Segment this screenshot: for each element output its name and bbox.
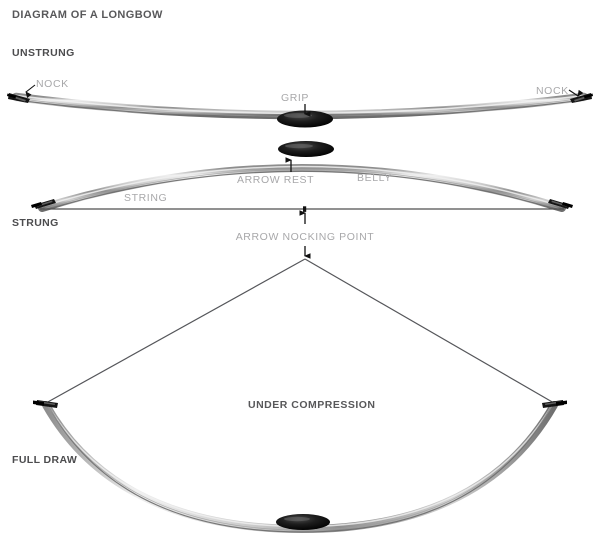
page-title: DIAGRAM OF A LONGBOW bbox=[12, 9, 163, 21]
full-draw-limb-shadow bbox=[48, 406, 552, 533]
strung-bow bbox=[31, 141, 573, 212]
nocking-point-marker bbox=[303, 206, 307, 212]
nock-right-tip-unstrung bbox=[570, 93, 593, 103]
grip-strung bbox=[278, 141, 334, 157]
section-label-strung: STRUNG bbox=[12, 217, 59, 229]
strung-limb-shadow bbox=[41, 170, 563, 212]
bowstring-full-draw-left bbox=[45, 258, 306, 404]
label-grip: GRIP bbox=[281, 92, 309, 104]
grip-full-draw bbox=[276, 514, 330, 530]
label-belly: BELLY bbox=[357, 172, 392, 184]
callout-arrow-rest: ARROW REST bbox=[237, 157, 314, 186]
grip-unstrung-sheen bbox=[284, 113, 312, 118]
strung-limb bbox=[38, 164, 566, 212]
callout-grip: GRIP bbox=[281, 92, 311, 117]
nock-right-arrow-icon bbox=[568, 89, 584, 97]
label-arrow-nocking-point: ARROW NOCKING POINT bbox=[236, 231, 375, 243]
label-nock-left: NOCK bbox=[36, 78, 69, 90]
label-arrow-rest: ARROW REST bbox=[237, 174, 314, 186]
callout-nock-left: NOCK bbox=[25, 78, 69, 99]
strung-limb-highlight bbox=[41, 165, 563, 208]
full-draw-bow bbox=[33, 258, 567, 534]
nock-left-tip-full-draw bbox=[33, 400, 58, 408]
section-label-unstrung: UNSTRUNG bbox=[12, 47, 75, 59]
section-label-full-draw: FULL DRAW bbox=[12, 454, 77, 466]
full-draw-limb-seam bbox=[47, 405, 553, 531]
label-under-compression: UNDER COMPRESSION bbox=[248, 399, 376, 411]
callout-arrow-nocking-point: ARROW NOCKING POINT bbox=[236, 210, 375, 259]
callout-nock-right: NOCK bbox=[536, 85, 584, 97]
full-draw-limb bbox=[42, 401, 558, 534]
full-draw-limb-highlight bbox=[46, 402, 554, 528]
grip-full-draw-sheen bbox=[284, 516, 310, 522]
nock-left-arrow-icon bbox=[25, 84, 36, 99]
nock-right-tip-full-draw bbox=[542, 400, 567, 408]
nock-right-tip-strung bbox=[548, 199, 573, 209]
nock-left-tip-unstrung bbox=[7, 93, 30, 103]
nock-left-tip-strung bbox=[31, 199, 56, 209]
strung-limb-seam bbox=[41, 169, 563, 210]
bowstring-full-draw-right bbox=[304, 258, 555, 404]
grip-strung-sheen bbox=[285, 143, 313, 149]
label-string: STRING bbox=[124, 192, 167, 204]
label-nock-right: NOCK bbox=[536, 85, 569, 97]
